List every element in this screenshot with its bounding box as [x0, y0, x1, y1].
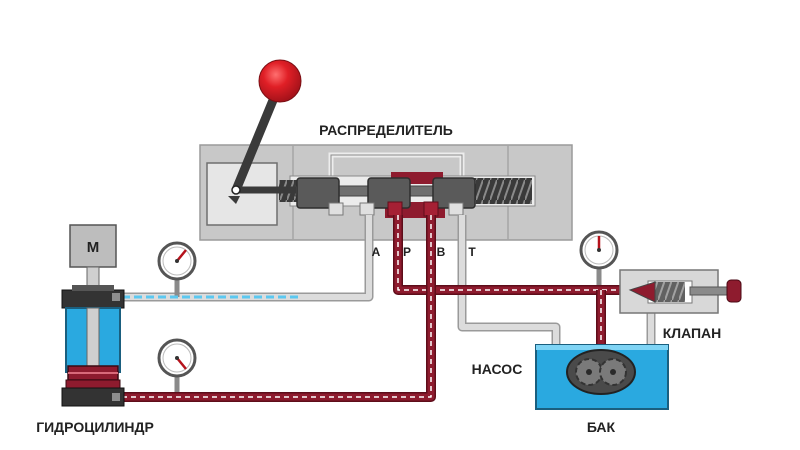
- valve-adjust-knob[interactable]: [726, 279, 742, 303]
- spool-land-1: [296, 177, 340, 209]
- motor: M: [69, 224, 117, 268]
- spool-spring: [472, 178, 532, 204]
- relief-valve: [619, 269, 742, 314]
- valve-poppet: [628, 281, 656, 303]
- distributor: [199, 144, 573, 241]
- pressure-gauge-1: [157, 241, 197, 281]
- cylinder-label: ГИДРОЦИЛИНДР: [36, 419, 154, 435]
- valve-label: КЛАПАН: [663, 325, 722, 341]
- pressure-gauge-3: [579, 230, 619, 270]
- pump-label: НАСОС: [472, 361, 523, 377]
- lever-knob[interactable]: [258, 59, 302, 103]
- gear-pump: [566, 349, 636, 395]
- pressure-lines: [98, 215, 620, 402]
- port-p-label: P: [403, 245, 411, 259]
- lever-housing: [206, 162, 278, 226]
- pressure-gauge-2: [157, 338, 197, 378]
- distributor-label: РАСПРЕДЕЛИТЕЛЬ: [319, 122, 453, 138]
- tank-label: БАК: [587, 419, 616, 435]
- hydraulic-cylinder: [61, 266, 125, 407]
- motor-label: M: [87, 239, 100, 256]
- control-lever[interactable]: [228, 59, 302, 204]
- port-a-label: A: [372, 245, 381, 259]
- port-b-label: B: [437, 245, 446, 259]
- port-t-label: T: [468, 245, 476, 259]
